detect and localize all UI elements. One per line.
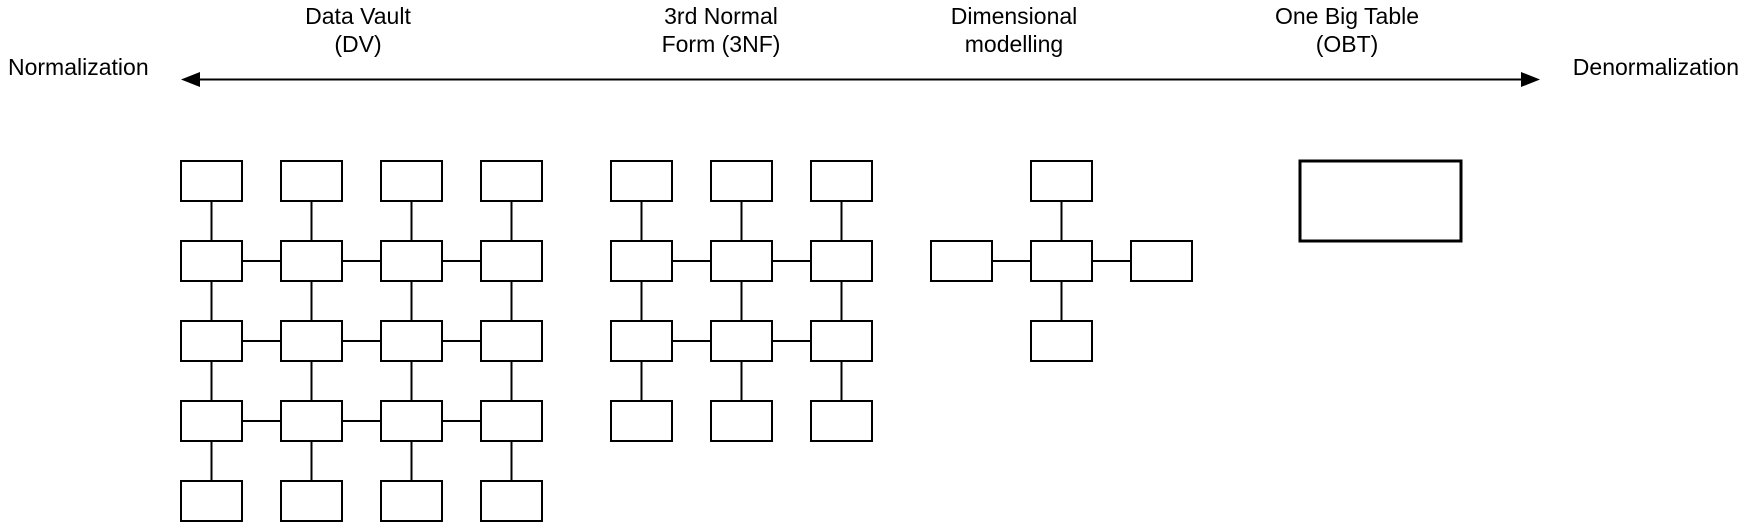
third-normal-form-schema-table-box bbox=[810, 400, 873, 442]
data-vault-schema-table-box bbox=[380, 400, 443, 442]
label-dimensional-modelling-line1: Dimensional bbox=[950, 3, 1078, 29]
axis-label-denormalization: Denormalization bbox=[1572, 54, 1739, 80]
dimensional-star-schema-table-box bbox=[1030, 160, 1093, 202]
label-dimensional-modelling: Dimensional modelling bbox=[951, 2, 1078, 58]
third-normal-form-schema-table-box bbox=[810, 320, 873, 362]
data-vault-schema-table-box bbox=[180, 320, 243, 362]
data-vault-schema-table-box bbox=[280, 160, 343, 202]
dimensional-star-schema-table-box bbox=[930, 240, 993, 282]
third-normal-form-schema-table-box bbox=[710, 400, 773, 442]
third-normal-form-schema-table-box bbox=[610, 400, 673, 442]
data-vault-schema-table-box bbox=[180, 240, 243, 282]
data-vault-schema-table-box bbox=[480, 240, 543, 282]
data-vault-schema-table-box bbox=[380, 480, 443, 522]
data-vault-schema-table-box bbox=[180, 400, 243, 442]
data-vault-schema-table-box bbox=[480, 480, 543, 522]
label-third-normal-form: 3rd Normal Form (3NF) bbox=[662, 2, 781, 58]
label-dimensional-modelling-line2: modelling bbox=[964, 31, 1064, 57]
label-one-big-table-line1: One Big Table bbox=[1274, 3, 1420, 29]
label-data-vault-line2: (DV) bbox=[334, 31, 382, 57]
third-normal-form-schema-table-box bbox=[610, 240, 673, 282]
data-vault-schema-table-box bbox=[280, 400, 343, 442]
label-third-normal-form-line1: 3rd Normal bbox=[664, 3, 778, 29]
data-vault-schema-table-box bbox=[380, 160, 443, 202]
spectrum-arrowhead-right bbox=[1521, 72, 1540, 87]
data-vault-schema-table-box bbox=[180, 480, 243, 522]
data-vault-schema-table-box bbox=[180, 160, 243, 202]
third-normal-form-schema-table-box bbox=[610, 320, 673, 362]
axis-label-normalization: Normalization bbox=[8, 54, 149, 80]
third-normal-form-schema-table-box bbox=[810, 160, 873, 202]
label-third-normal-form-line2: Form (3NF) bbox=[661, 31, 781, 57]
third-normal-form-schema-table-box bbox=[710, 320, 773, 362]
spectrum-arrowhead-left bbox=[181, 72, 200, 87]
one-big-table-schema-table-box bbox=[1298, 159, 1463, 243]
third-normal-form-schema-table-box bbox=[710, 240, 773, 282]
data-vault-schema-table-box bbox=[380, 240, 443, 282]
third-normal-form-schema-table-box bbox=[610, 160, 673, 202]
third-normal-form-schema-table-box bbox=[810, 240, 873, 282]
third-normal-form-schema-table-box bbox=[710, 160, 773, 202]
label-data-vault: Data Vault (DV) bbox=[305, 2, 411, 58]
data-vault-schema-table-box bbox=[480, 160, 543, 202]
label-data-vault-line1: Data Vault bbox=[305, 3, 411, 29]
data-vault-schema-table-box bbox=[380, 320, 443, 362]
dimensional-star-schema-table-box bbox=[1130, 240, 1193, 282]
dimensional-star-schema-table-box bbox=[1030, 320, 1093, 362]
data-vault-schema-table-box bbox=[480, 320, 543, 362]
label-one-big-table: One Big Table (OBT) bbox=[1275, 2, 1419, 58]
dimensional-star-schema-table-box bbox=[1030, 240, 1093, 282]
data-vault-schema-table-box bbox=[280, 480, 343, 522]
label-one-big-table-line2: (OBT) bbox=[1315, 31, 1379, 57]
data-vault-schema-table-box bbox=[280, 240, 343, 282]
data-vault-schema-table-box bbox=[480, 400, 543, 442]
data-vault-schema-table-box bbox=[280, 320, 343, 362]
